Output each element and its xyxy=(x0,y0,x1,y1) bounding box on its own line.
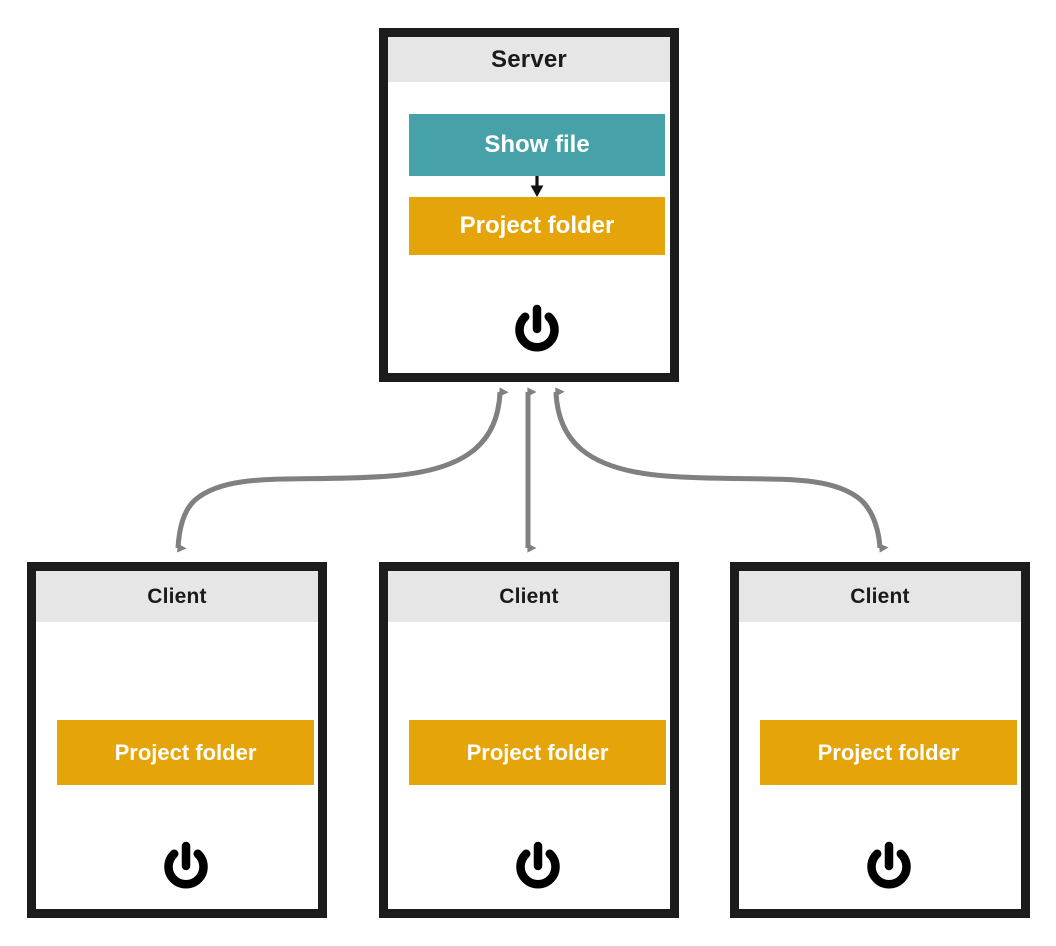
connector-server-to-client-3 xyxy=(553,387,889,553)
power-icon[interactable] xyxy=(509,303,565,359)
client-box-3[interactable]: Client Project folder xyxy=(730,562,1030,918)
server-show-file-block[interactable]: Show file xyxy=(409,114,665,176)
client-3-project-folder-block[interactable]: Project folder xyxy=(760,720,1017,785)
client-1-header: Client xyxy=(36,571,318,622)
client-2-header: Client xyxy=(388,571,670,622)
client-2-project-folder-block[interactable]: Project folder xyxy=(409,720,666,785)
client-3-project-folder-label: Project folder xyxy=(817,739,960,765)
arrow-down-icon xyxy=(530,176,544,197)
server-box[interactable]: Server Show file Project folder xyxy=(379,28,679,382)
client-3-header: Client xyxy=(739,571,1021,622)
power-icon[interactable] xyxy=(158,840,214,896)
server-header: Server xyxy=(388,37,670,82)
client-box-1[interactable]: Client Project folder xyxy=(27,562,327,918)
server-project-folder-label: Project folder xyxy=(459,212,615,239)
server-header-label: Server xyxy=(491,45,567,73)
client-3-header-label: Client xyxy=(850,584,910,608)
server-show-file-label: Show file xyxy=(484,131,590,158)
connector-server-to-client-1 xyxy=(175,387,509,553)
client-1-project-folder-block[interactable]: Project folder xyxy=(57,720,314,785)
client-1-header-label: Client xyxy=(147,584,207,608)
server-project-folder-block[interactable]: Project folder xyxy=(409,197,665,255)
power-icon[interactable] xyxy=(861,840,917,896)
client-box-2[interactable]: Client Project folder xyxy=(379,562,679,918)
client-2-header-label: Client xyxy=(499,584,559,608)
power-icon[interactable] xyxy=(510,840,566,896)
client-1-project-folder-label: Project folder xyxy=(114,739,257,765)
client-2-project-folder-label: Project folder xyxy=(466,739,609,765)
